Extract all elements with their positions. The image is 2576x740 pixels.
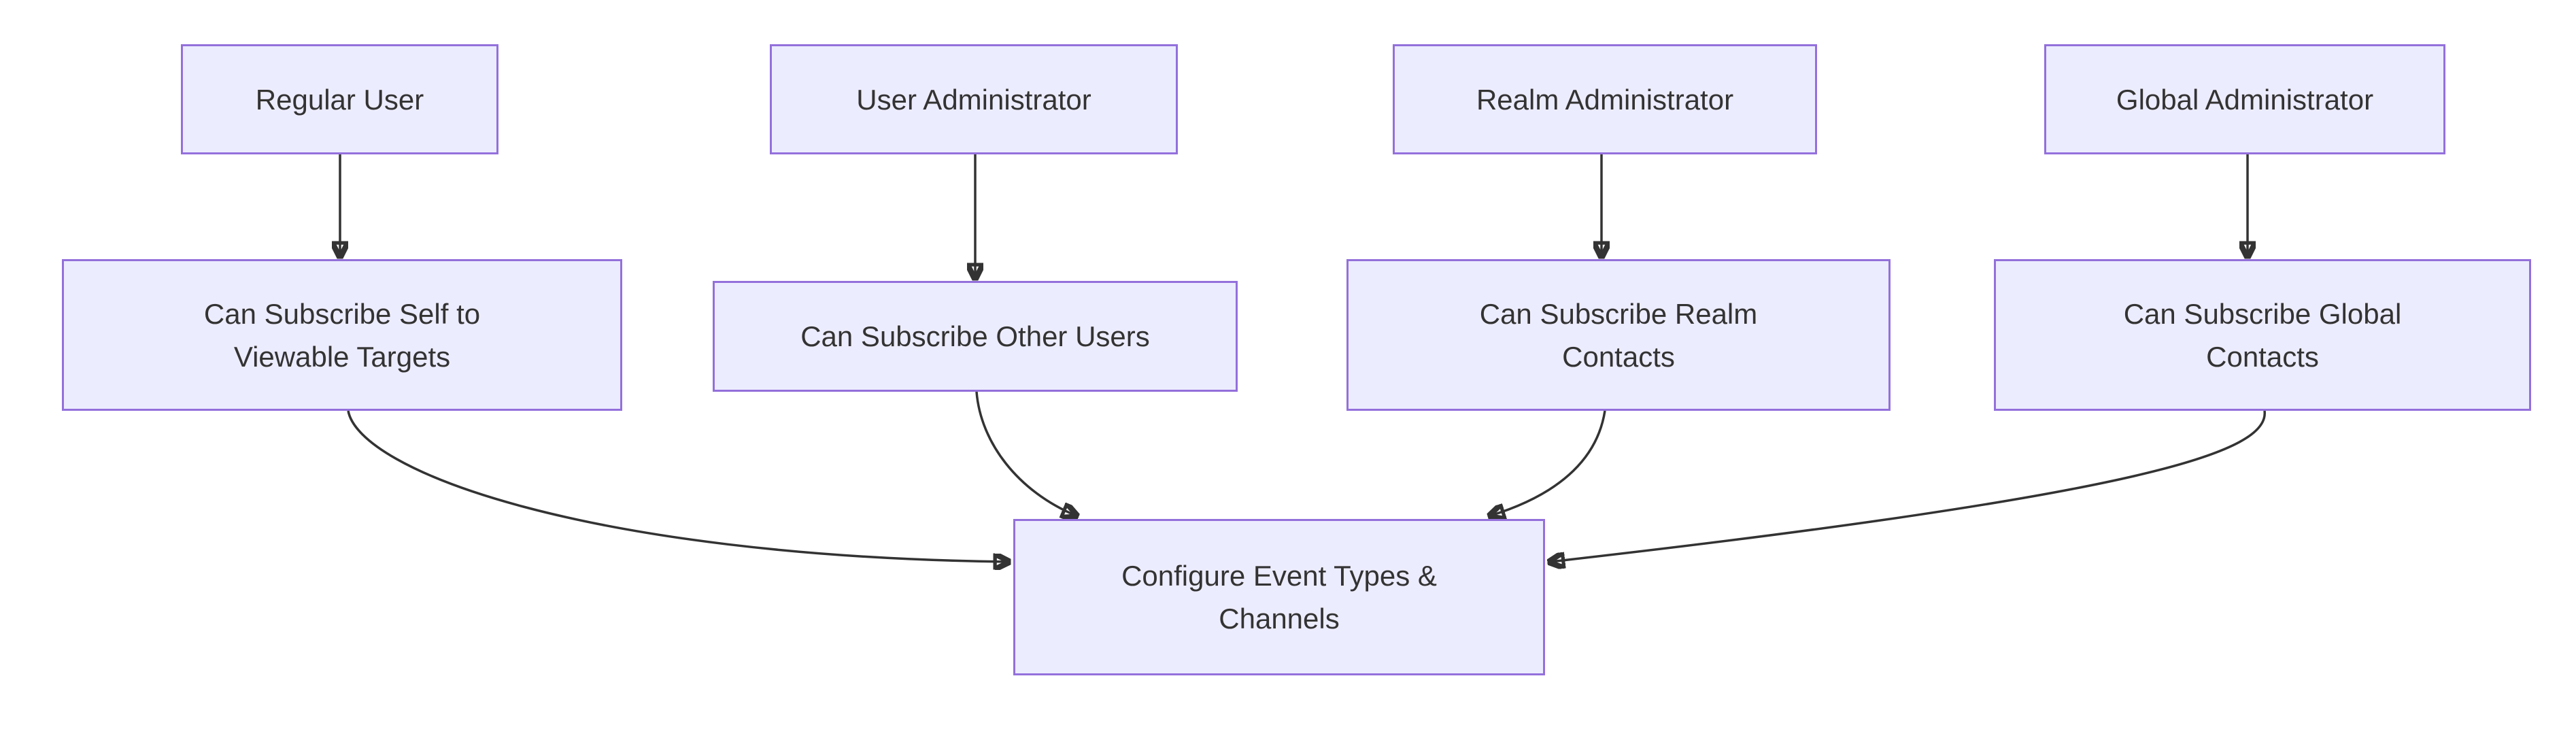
edge-subscribe-self-to-configure xyxy=(347,410,1008,562)
node-can-subscribe-realm-contacts: Can Subscribe Realm Contacts xyxy=(1346,259,1891,411)
node-can-subscribe-self: Can Subscribe Self to Viewable Targets xyxy=(62,259,622,411)
node-can-subscribe-other-users: Can Subscribe Other Users xyxy=(713,281,1238,392)
edge-subscribe-realm-to-configure xyxy=(1491,410,1606,516)
node-label-line2: Contacts xyxy=(2206,340,2319,373)
node-label: Global Administrator xyxy=(2116,83,2374,116)
node-user-administrator: User Administrator xyxy=(770,44,1178,154)
node-label: User Administrator xyxy=(856,83,1091,116)
node-label: Can Subscribe Other Users xyxy=(800,320,1150,352)
node-label-line2: Viewable Targets xyxy=(233,340,451,373)
node-label-line1: Can Subscribe Global xyxy=(2123,297,2402,330)
edge-subscribe-global-to-configure xyxy=(1550,410,2266,562)
node-label-line1: Can Subscribe Realm xyxy=(1479,297,1758,330)
node-realm-administrator: Realm Administrator xyxy=(1393,44,1817,154)
node-label-line1: Can Subscribe Self to xyxy=(203,297,481,330)
node-label-line2: Channels xyxy=(1219,603,1340,635)
node-global-administrator: Global Administrator xyxy=(2044,44,2445,154)
edge-subscribe-others-to-configure xyxy=(975,391,1076,516)
node-label-line2: Contacts xyxy=(1562,340,1675,373)
node-label: Regular User xyxy=(255,83,424,116)
node-label-line1: Configure Event Types & xyxy=(1121,560,1437,592)
node-regular-user: Regular User xyxy=(181,44,498,154)
node-configure-event-types-channels: Configure Event Types & Channels xyxy=(1013,519,1545,675)
node-can-subscribe-global-contacts: Can Subscribe Global Contacts xyxy=(1994,259,2531,411)
node-label: Realm Administrator xyxy=(1476,83,1734,116)
